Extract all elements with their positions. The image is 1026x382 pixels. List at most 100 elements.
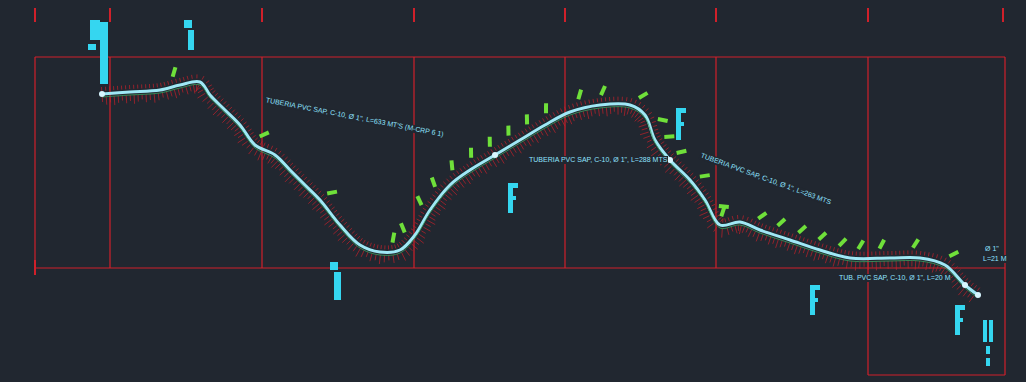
hatch-line xyxy=(838,259,840,266)
hatch-line xyxy=(544,129,548,136)
hatch-line xyxy=(640,121,645,123)
hatch-line xyxy=(213,109,219,115)
hatch-line xyxy=(769,226,770,230)
grid-line xyxy=(867,57,868,375)
hatch-line xyxy=(406,235,409,237)
hatch-line xyxy=(695,199,701,203)
hatch-line xyxy=(162,93,164,98)
green-marker xyxy=(430,177,437,188)
hatch-line xyxy=(241,119,244,122)
hatch-line xyxy=(557,110,559,114)
hatch-line xyxy=(614,107,615,112)
hatch-line xyxy=(911,260,912,266)
hatch-line xyxy=(505,141,507,144)
hatch-line xyxy=(518,133,520,136)
hatch-line xyxy=(517,146,522,154)
hatch-line xyxy=(510,150,514,157)
hatch-line xyxy=(657,136,661,138)
green-marker xyxy=(259,131,270,139)
hatch-line xyxy=(190,86,192,92)
hatch-line xyxy=(293,181,297,185)
hatch-line xyxy=(333,226,337,229)
hatch-line xyxy=(423,208,426,210)
hatch-line xyxy=(166,92,168,100)
hatch-line xyxy=(673,156,676,159)
survey-symbol xyxy=(955,318,963,322)
hatch-line xyxy=(450,176,453,179)
hatch-line xyxy=(721,229,723,238)
hatch-line xyxy=(580,101,582,105)
hatch-line xyxy=(707,223,713,228)
hatch-line xyxy=(807,239,808,243)
hatch-line xyxy=(707,220,711,222)
hatch-line xyxy=(282,154,285,157)
hatch-line xyxy=(803,248,805,253)
hatch-line xyxy=(952,279,956,282)
hatch-line xyxy=(765,225,766,229)
green-marker xyxy=(719,206,726,217)
hatch-line xyxy=(761,224,762,228)
green-marker xyxy=(506,126,510,136)
hatch-line xyxy=(622,97,623,101)
hatch-line xyxy=(583,111,584,117)
hatch-line xyxy=(275,164,280,169)
hatch-line xyxy=(500,156,505,164)
pipe-label: TUBERIA PVC SAP, C-10, Ø 1", L=263 MTS xyxy=(699,151,834,207)
ground-line xyxy=(102,84,978,298)
hatch-line xyxy=(701,186,704,188)
hatch-line xyxy=(846,261,847,269)
hatch-line xyxy=(210,88,213,90)
hatch-line xyxy=(280,170,286,175)
survey-symbol xyxy=(188,30,194,50)
hatch-line xyxy=(212,90,215,93)
green-marker xyxy=(327,190,338,196)
hatch-line xyxy=(443,182,446,185)
hatch-line xyxy=(491,149,493,152)
hatch-line xyxy=(246,126,249,128)
hatch-line xyxy=(912,250,913,254)
hatch-line xyxy=(541,131,544,135)
hatch-line xyxy=(968,281,971,284)
hatch-line xyxy=(553,112,555,115)
hatch-line xyxy=(321,194,324,197)
hatch-line xyxy=(714,227,717,232)
hatch-line xyxy=(731,227,733,232)
hatch-line xyxy=(196,74,197,78)
hatch-line xyxy=(174,90,176,99)
hatch-line xyxy=(705,193,708,195)
hatch-line xyxy=(267,144,268,148)
hatch-line xyxy=(482,166,487,174)
hatch-line xyxy=(576,113,578,118)
hatch-line xyxy=(892,261,893,267)
node-point xyxy=(962,282,968,288)
hatch-line xyxy=(361,251,364,257)
hatch-line xyxy=(864,262,865,267)
hatch-line xyxy=(336,213,339,215)
tick xyxy=(413,8,415,22)
hatch-line xyxy=(792,234,793,238)
hatch-line xyxy=(554,123,557,129)
hatch-line xyxy=(753,231,755,236)
hatch-line xyxy=(761,234,763,241)
survey-symbol xyxy=(100,22,108,84)
hatch-line xyxy=(427,220,435,224)
hatch-line xyxy=(928,252,930,256)
hatch-line xyxy=(568,116,571,124)
hatch-line xyxy=(453,186,458,191)
hatch-line xyxy=(145,84,146,88)
hatch-line xyxy=(413,226,416,228)
hatch-line xyxy=(308,198,314,204)
hatch-line xyxy=(397,254,399,260)
tick xyxy=(34,260,36,275)
hatch-line xyxy=(453,173,455,176)
hatch-line xyxy=(121,86,122,90)
hatch-line xyxy=(547,127,550,132)
hatch-line xyxy=(651,147,656,150)
green-marker xyxy=(676,149,687,155)
hatch-line xyxy=(229,107,232,110)
hatch-line xyxy=(445,195,451,200)
hatch-line xyxy=(811,240,812,244)
hatch-line xyxy=(395,245,396,249)
terrain-hatch xyxy=(101,74,979,302)
hatch-line xyxy=(477,157,479,160)
